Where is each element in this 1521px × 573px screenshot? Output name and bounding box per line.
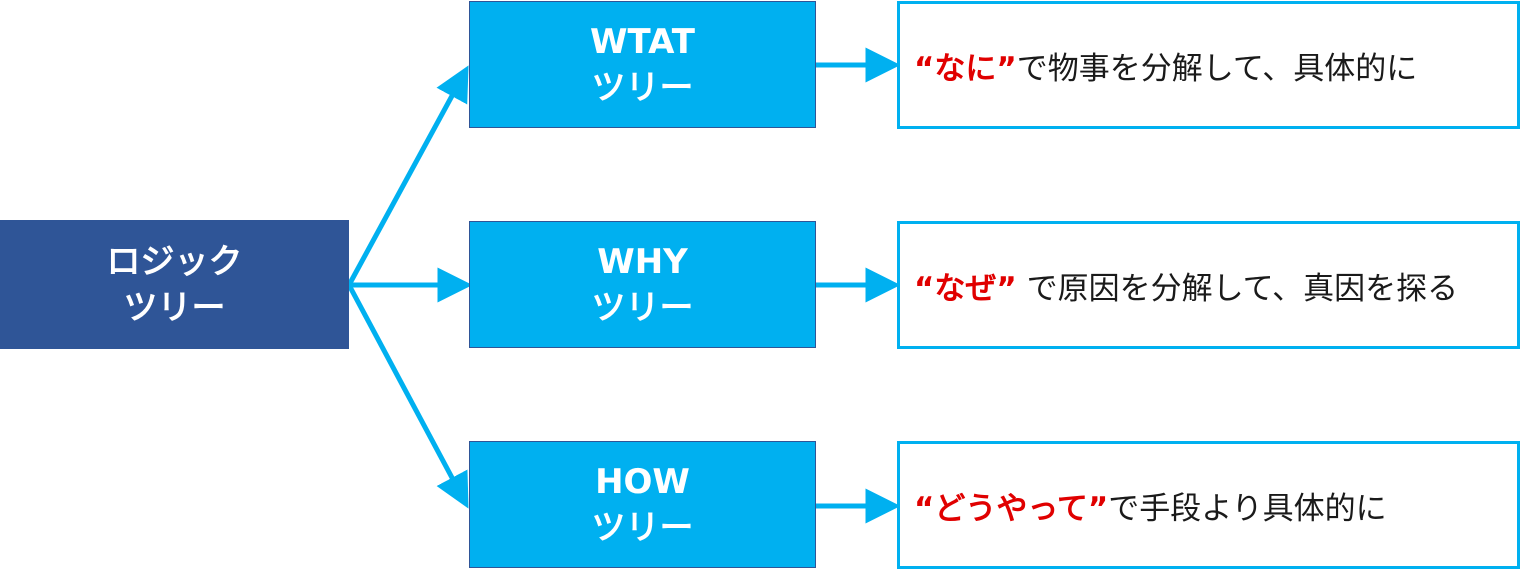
description-box-what: “なに”で物事を分解して、具体的に xyxy=(897,1,1520,129)
branch-node-subtitle: ツリー xyxy=(591,287,694,328)
description-text: で手段より具体的に xyxy=(1108,490,1387,527)
branch-node-subtitle: ツリー xyxy=(591,67,694,108)
root-node-logic-tree: ロジック ツリー xyxy=(0,220,349,349)
connector-arrow-root-to-what xyxy=(346,65,469,287)
branch-node-subtitle: ツリー xyxy=(591,507,694,548)
connector-arrow-root-to-how xyxy=(346,283,469,509)
description-keyword: “なに” xyxy=(914,50,1017,87)
root-node-line2: ツリー xyxy=(123,287,226,328)
description-box-how: “どうやって”で手段より具体的に xyxy=(897,441,1520,569)
branch-node-what-tree: WTAT ツリー xyxy=(469,1,816,128)
branch-node-why-tree: WHY ツリー xyxy=(469,221,816,348)
description-keyword: “なぜ” xyxy=(914,270,1017,307)
root-node-line1: ロジック xyxy=(106,241,243,282)
branch-node-title: HOW xyxy=(595,461,690,502)
description-box-why: “なぜ” で原因を分解して、真因を探る xyxy=(897,221,1520,349)
description-text: で原因を分解して、真因を探る xyxy=(1016,270,1459,307)
description-text: で物事を分解して、具体的に xyxy=(1016,50,1418,87)
branch-node-title: WHY xyxy=(597,241,688,282)
branch-node-how-tree: HOW ツリー xyxy=(469,441,816,568)
branch-node-title: WTAT xyxy=(590,21,695,62)
description-keyword: “どうやって” xyxy=(914,490,1109,527)
